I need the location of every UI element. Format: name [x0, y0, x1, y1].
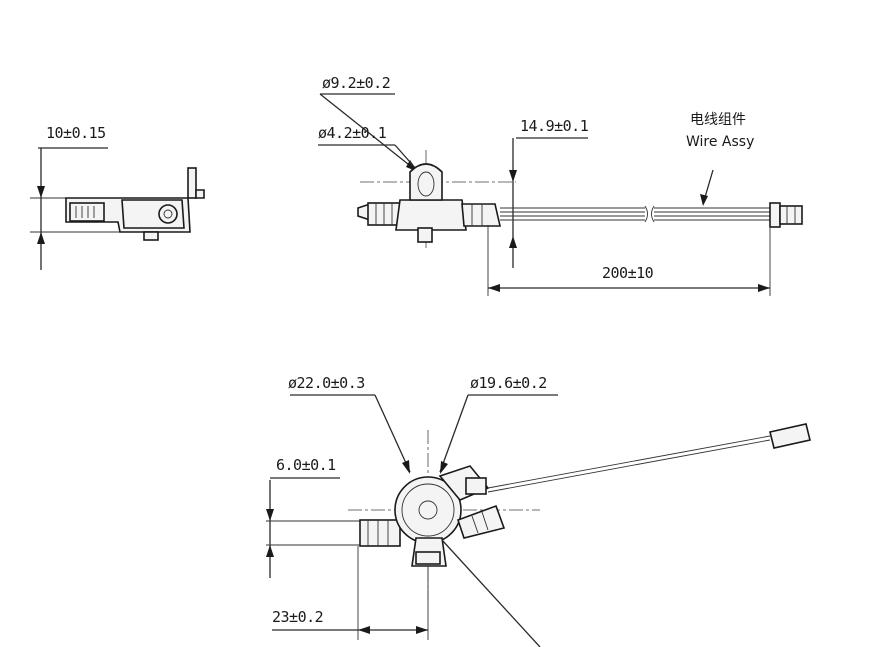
top-view: ø9.2±0.2 ø4.2±0.1 14.9±0.1 — [318, 74, 803, 296]
front-view: ø22.0±0.3 ø19.6±0.2 6.0±0.1 — [266, 374, 811, 647]
inlet-offset-dimension: 6.0±0.1 — [276, 456, 336, 474]
side-width-dimension: 10±0.15 — [46, 124, 106, 142]
side-view: 10±0.15 — [30, 124, 205, 270]
inlet-length-dimension: 23±0.2 — [272, 608, 323, 626]
wire-length-dimension: 200±10 — [602, 264, 654, 282]
wire-assy-label-en: Wire Assy — [686, 134, 754, 150]
top-outer-diameter-dimension: ø9.2±0.2 — [322, 74, 390, 92]
wire-offset-dimension: 14.9±0.1 — [520, 117, 589, 135]
top-inner-diameter-dimension: ø4.2±0.1 — [318, 124, 387, 142]
body-inner-diameter-dimension: ø19.6±0.2 — [470, 374, 547, 392]
wire-assy-label-cn: 电线组件 — [690, 112, 746, 128]
body-outer-diameter-dimension: ø22.0±0.3 — [288, 374, 365, 392]
